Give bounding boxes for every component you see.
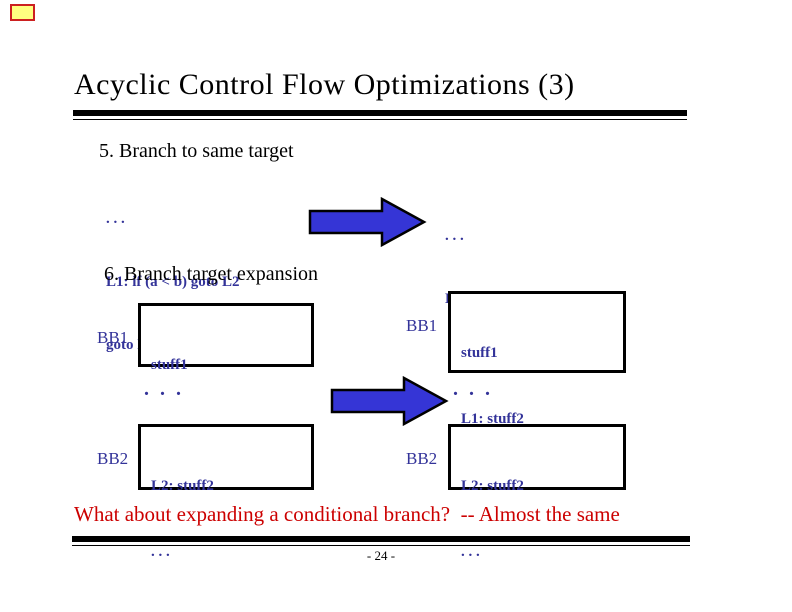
code-line: L1: if (a < b) goto L2 — [106, 274, 240, 290]
code-line: stuff1 — [151, 357, 188, 373]
code-line: L2: stuff2 — [151, 478, 214, 494]
bb2-label-after: BB2 — [406, 449, 438, 468]
bb1-box-after: stuff1 L1: stuff2 . . . — [448, 291, 626, 493]
section5-heading: 5. Branch to same target — [99, 140, 294, 162]
code-line: . . . — [106, 211, 125, 227]
code-line: L2: stuff2 — [461, 478, 524, 494]
page-title: Acyclic Control Flow Optimizations (3) — [74, 68, 575, 101]
code-line: . . . — [151, 544, 170, 560]
code-line: stuff1 — [461, 345, 498, 361]
bb2-box-after: L2: stuff2 . . . — [448, 424, 626, 560]
footer-rule — [72, 536, 690, 546]
bb2-label-before: BB2 — [97, 449, 129, 468]
page-number: - 24 - — [366, 548, 396, 563]
code-line: . . . — [461, 544, 480, 560]
code-line: L1: stuff2 — [461, 411, 524, 427]
ellipsis-before: . . . — [144, 378, 184, 400]
transform-arrow-icon — [308, 197, 428, 247]
slide-marker — [10, 4, 35, 21]
bb1-label-after: BB1 — [406, 316, 438, 335]
section6-heading: 6. Branch target expansion — [104, 263, 319, 285]
footer-question: What about expanding a conditional branc… — [74, 502, 620, 526]
bb2-box-before: L2: stuff2 . . . — [138, 424, 314, 560]
transform-arrow-icon — [330, 376, 450, 426]
bb1-label-before: BB1 — [97, 328, 129, 347]
code-line: . . . — [445, 228, 464, 244]
bb1-box-before: stuff1 L1: goto L2 — [138, 303, 314, 439]
ellipsis-after: . . . — [453, 378, 493, 400]
title-underline — [73, 110, 687, 120]
